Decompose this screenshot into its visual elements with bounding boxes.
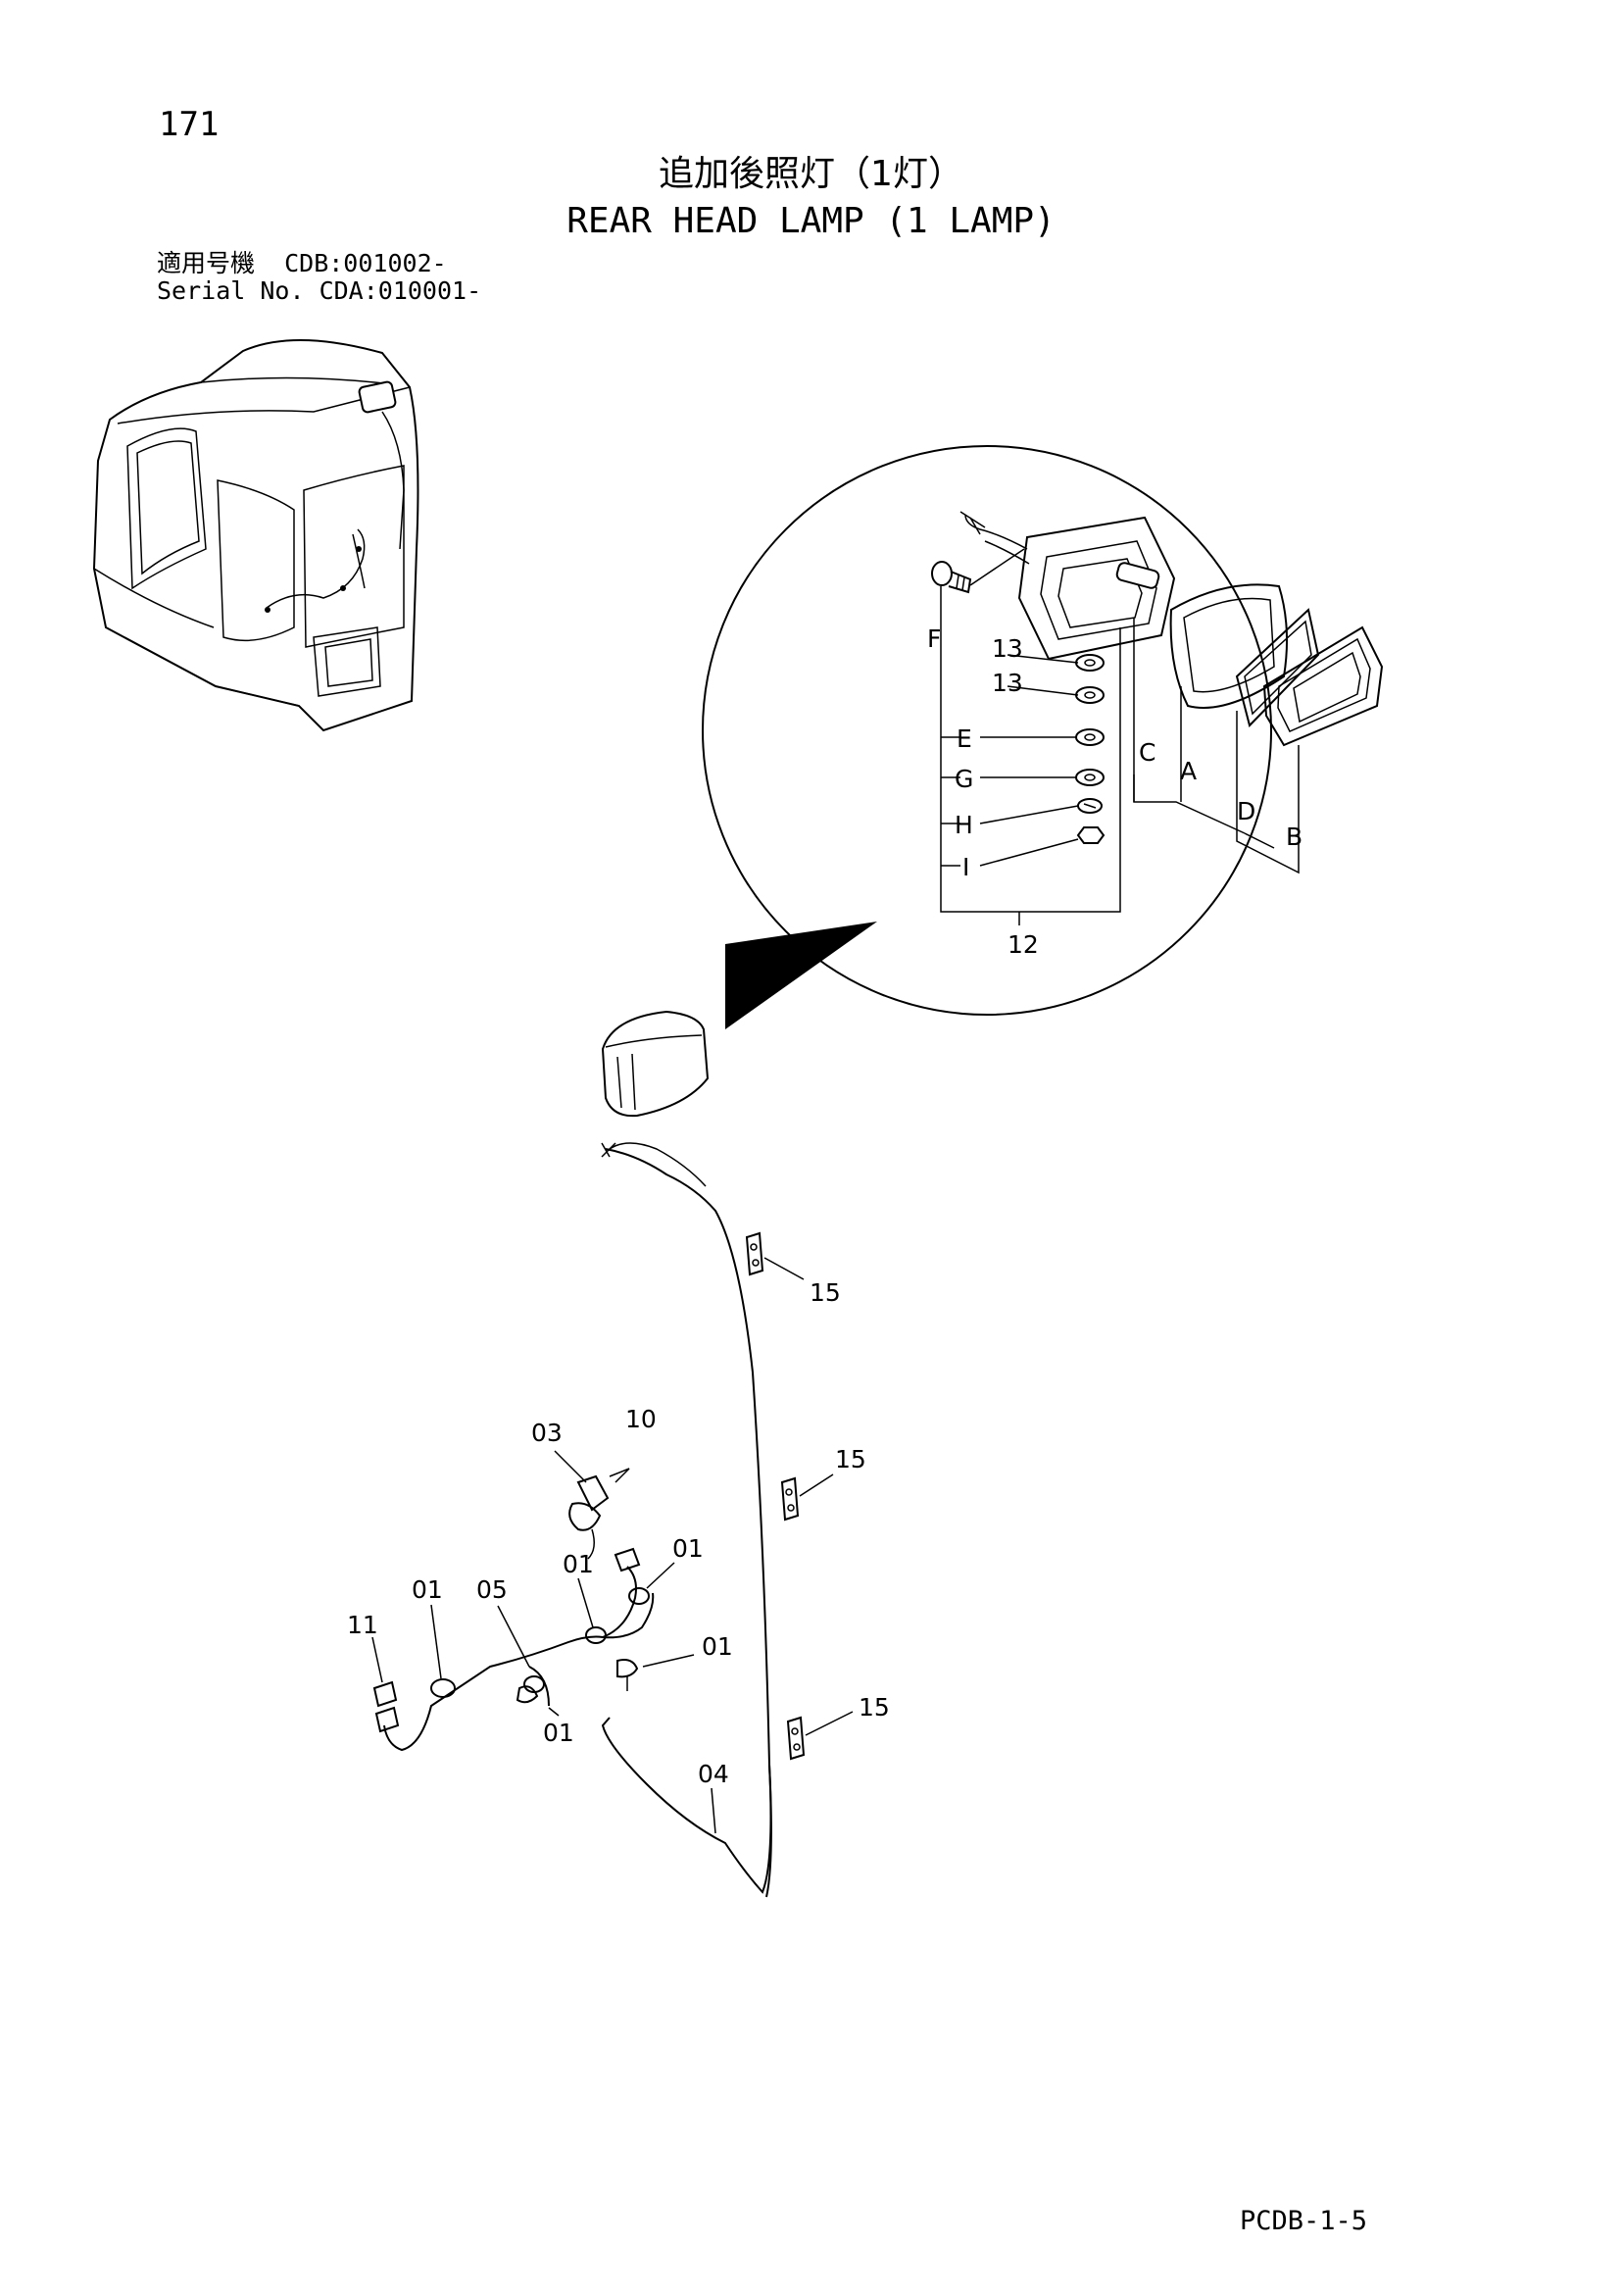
callout-04: 04 bbox=[698, 1760, 729, 1788]
title-english: REAR HEAD LAMP (1 LAMP) bbox=[566, 201, 1056, 241]
cab-illustration bbox=[92, 338, 419, 732]
callout-15-upper: 15 bbox=[810, 1278, 841, 1307]
leader-01-a bbox=[430, 1604, 442, 1679]
harness-04 bbox=[601, 1148, 772, 1894]
callout-01-e: 01 bbox=[543, 1719, 574, 1747]
leader-01-e bbox=[548, 1707, 560, 1717]
callout-01-b: 01 bbox=[563, 1550, 594, 1578]
serial-number-line: Serial No. CDA:010001- bbox=[157, 276, 482, 305]
leader-11 bbox=[371, 1636, 383, 1683]
callout-01-c: 01 bbox=[672, 1534, 704, 1563]
callout-H: H bbox=[955, 811, 973, 839]
callout-12: 12 bbox=[1008, 930, 1039, 959]
callout-03: 03 bbox=[531, 1419, 563, 1447]
callout-F: F bbox=[927, 624, 941, 653]
callout-B: B bbox=[1286, 823, 1303, 851]
serial-applicable-line: 適用号機 CDB:001002- bbox=[157, 249, 447, 277]
callout-13-upper: 13 bbox=[992, 634, 1023, 663]
callout-E: E bbox=[957, 724, 972, 753]
detail-leader-lines bbox=[940, 586, 1300, 925]
harness-05 bbox=[372, 1547, 655, 1752]
callout-01-a: 01 bbox=[412, 1575, 443, 1604]
callout-05: 05 bbox=[476, 1575, 508, 1604]
leader-01-b bbox=[577, 1577, 594, 1628]
clamp-15-middle bbox=[780, 1473, 834, 1522]
leader-04 bbox=[711, 1787, 716, 1834]
rear-head-lamp bbox=[601, 1010, 710, 1118]
callout-C: C bbox=[1139, 738, 1155, 767]
callout-I: I bbox=[962, 853, 969, 881]
washer-stack bbox=[1075, 654, 1106, 844]
callout-11: 11 bbox=[347, 1611, 378, 1639]
detail-magnifier-circle bbox=[702, 445, 1272, 1016]
leader-01-c bbox=[646, 1562, 675, 1589]
callout-10: 10 bbox=[625, 1405, 657, 1433]
page-number: 171 bbox=[159, 105, 220, 144]
clamp-15-upper bbox=[745, 1231, 805, 1280]
switch-03 bbox=[554, 1450, 630, 1560]
lamp-body-detail bbox=[959, 511, 1176, 661]
callout-13-lower: 13 bbox=[992, 669, 1023, 697]
lens-A-detail bbox=[1169, 583, 1289, 709]
callout-15-middle: 15 bbox=[835, 1445, 866, 1473]
leader-05 bbox=[497, 1605, 530, 1668]
title-japanese: 追加後照灯（1灯） bbox=[659, 154, 963, 194]
callout-15-lower: 15 bbox=[859, 1693, 890, 1722]
clamp-15-lower bbox=[786, 1711, 854, 1761]
callout-D: D bbox=[1237, 797, 1255, 825]
callout-A: A bbox=[1180, 757, 1197, 785]
callout-01-d: 01 bbox=[702, 1632, 733, 1661]
footer-code: PCDB-1-5 bbox=[1240, 2206, 1368, 2236]
callout-G: G bbox=[955, 765, 973, 793]
detail-pointer-wedge bbox=[725, 922, 877, 1029]
rim-B-detail bbox=[1262, 625, 1384, 747]
leader-01-d bbox=[642, 1654, 695, 1668]
screw-F-detail bbox=[931, 548, 1025, 594]
